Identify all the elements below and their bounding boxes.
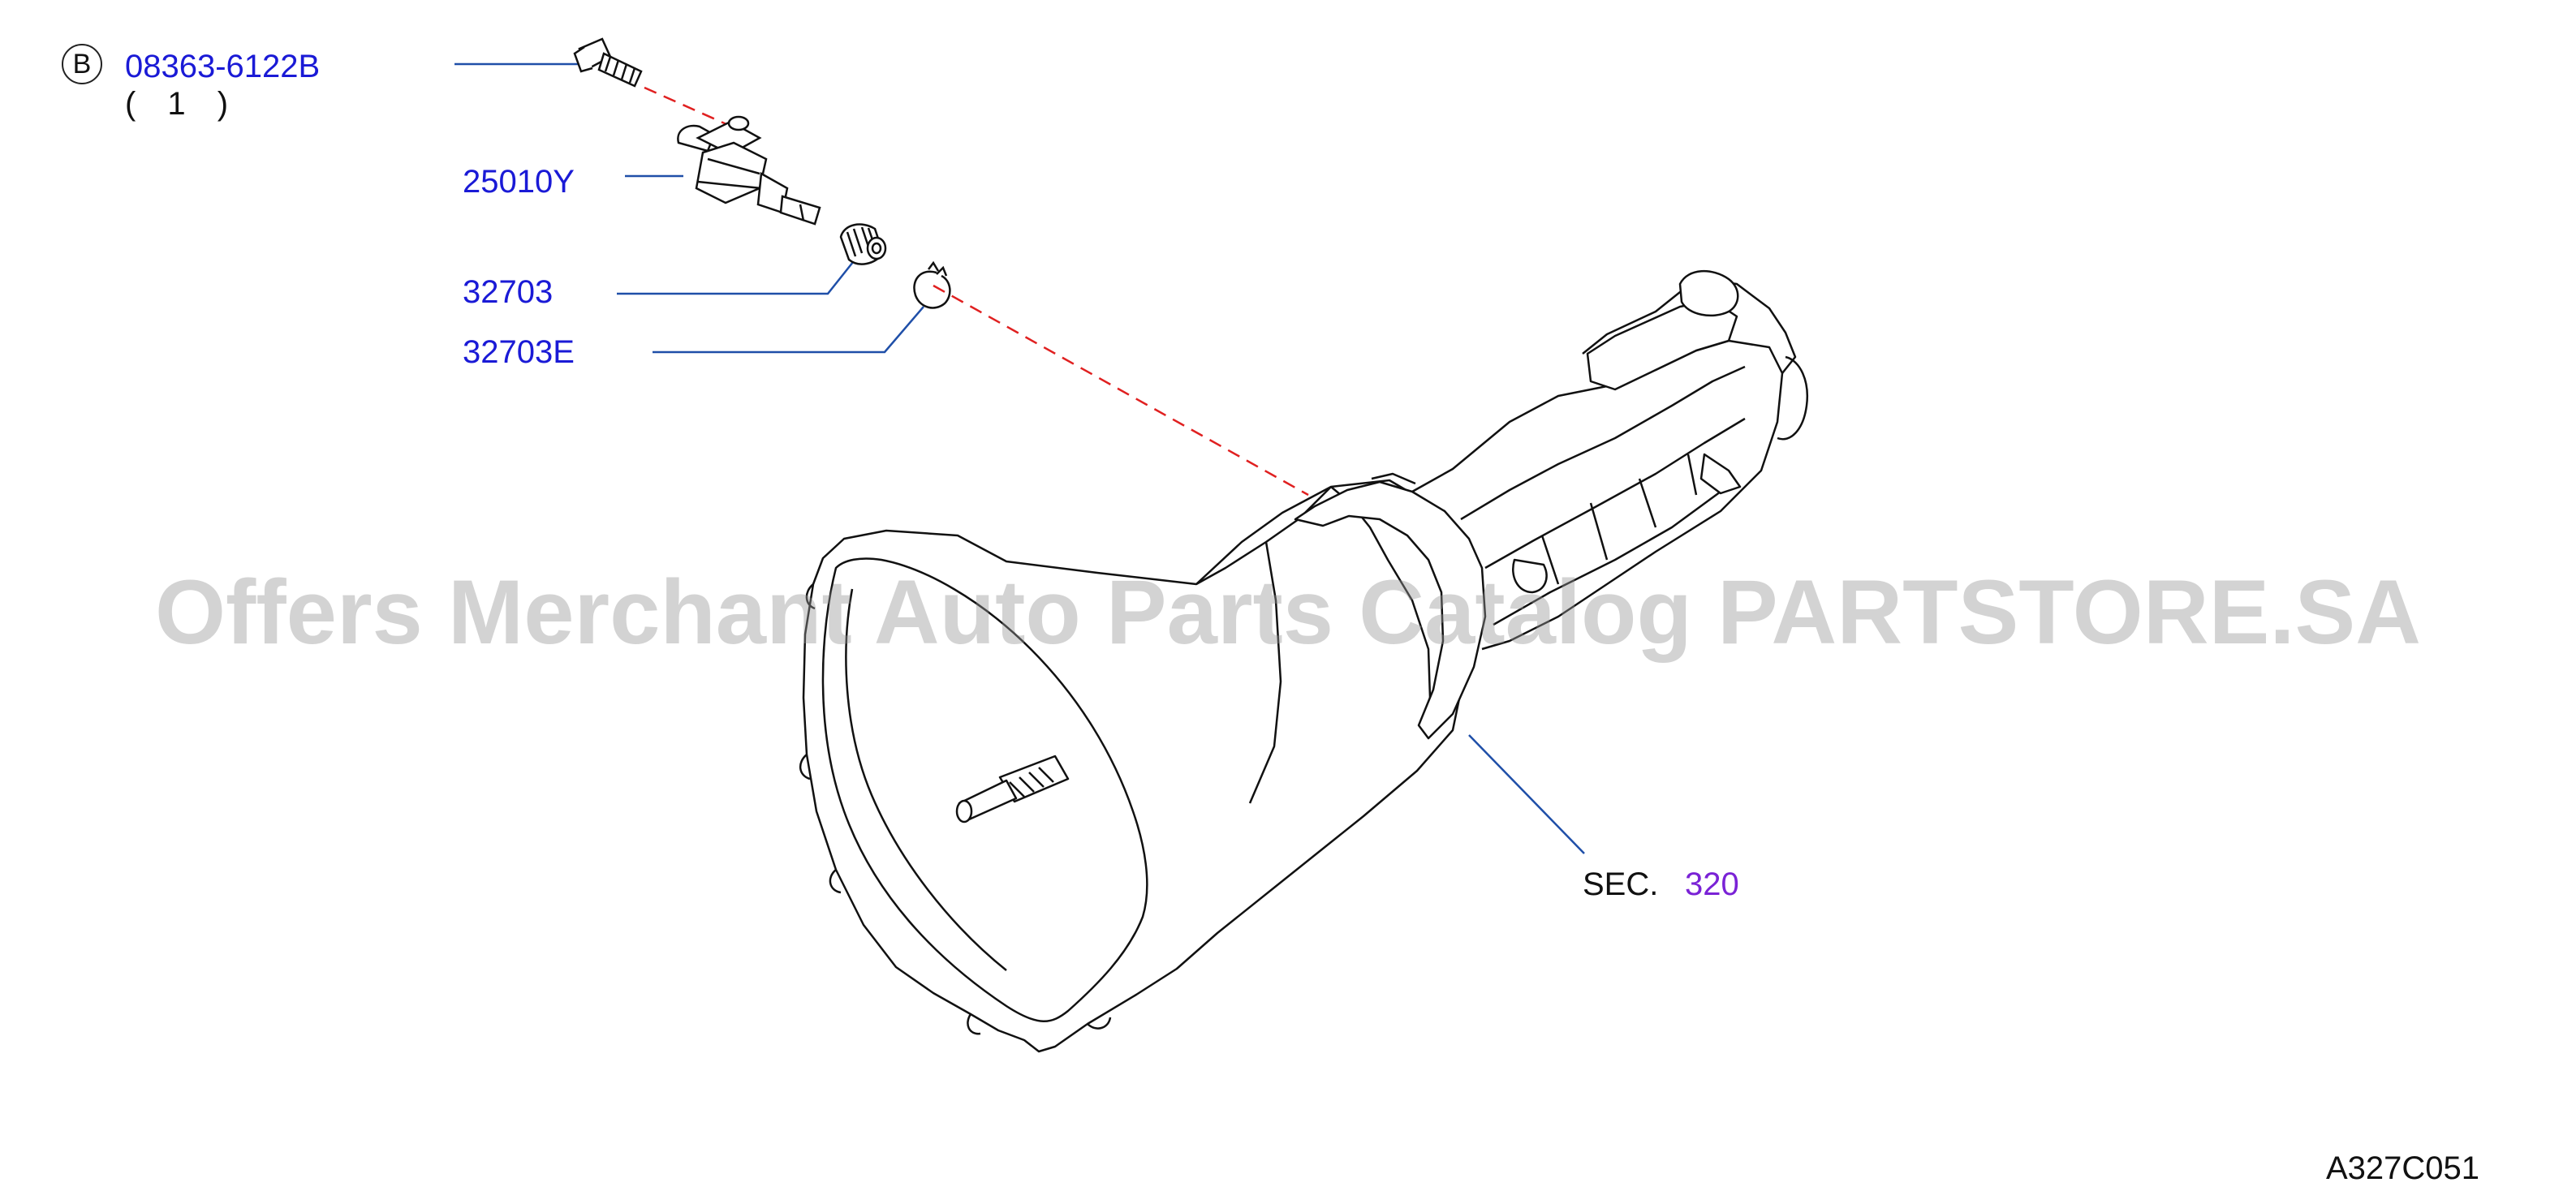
circle-b-badge-icon: B (62, 44, 102, 84)
bolt-part-number-link[interactable]: 08363-6122B (125, 49, 321, 84)
snap-ring-icon (913, 260, 951, 309)
pinion-gear-icon (839, 223, 887, 265)
clip-part-number-link[interactable]: 32703E (463, 334, 575, 370)
bolt-icon (573, 37, 643, 88)
section-leader-line (1468, 734, 1585, 854)
clip-to-case-dash (933, 284, 1309, 497)
section-prefix-label: SEC. (1583, 866, 1659, 902)
gear-leader-line (617, 257, 857, 295)
transmission-icon (799, 269, 1809, 1053)
dashed-install-lines (644, 86, 1309, 497)
diagram-code-label: A327C051 (2326, 1150, 2480, 1186)
bolt-to-sensor-dash (644, 86, 736, 130)
speed-sensor-icon (677, 115, 821, 226)
sensor-part-number-link[interactable]: 25010Y (463, 164, 575, 200)
clip-leader-line (653, 306, 924, 354)
bolt-quantity-label: ( 1 ) (125, 86, 240, 122)
gear-part-number-link[interactable]: 32703 (463, 274, 554, 310)
leader-lines (454, 62, 1585, 854)
watermark-text: Offers Merchant Auto Parts Catalog PARTS… (154, 561, 2422, 663)
section-number-link[interactable]: 320 (1685, 866, 1739, 902)
